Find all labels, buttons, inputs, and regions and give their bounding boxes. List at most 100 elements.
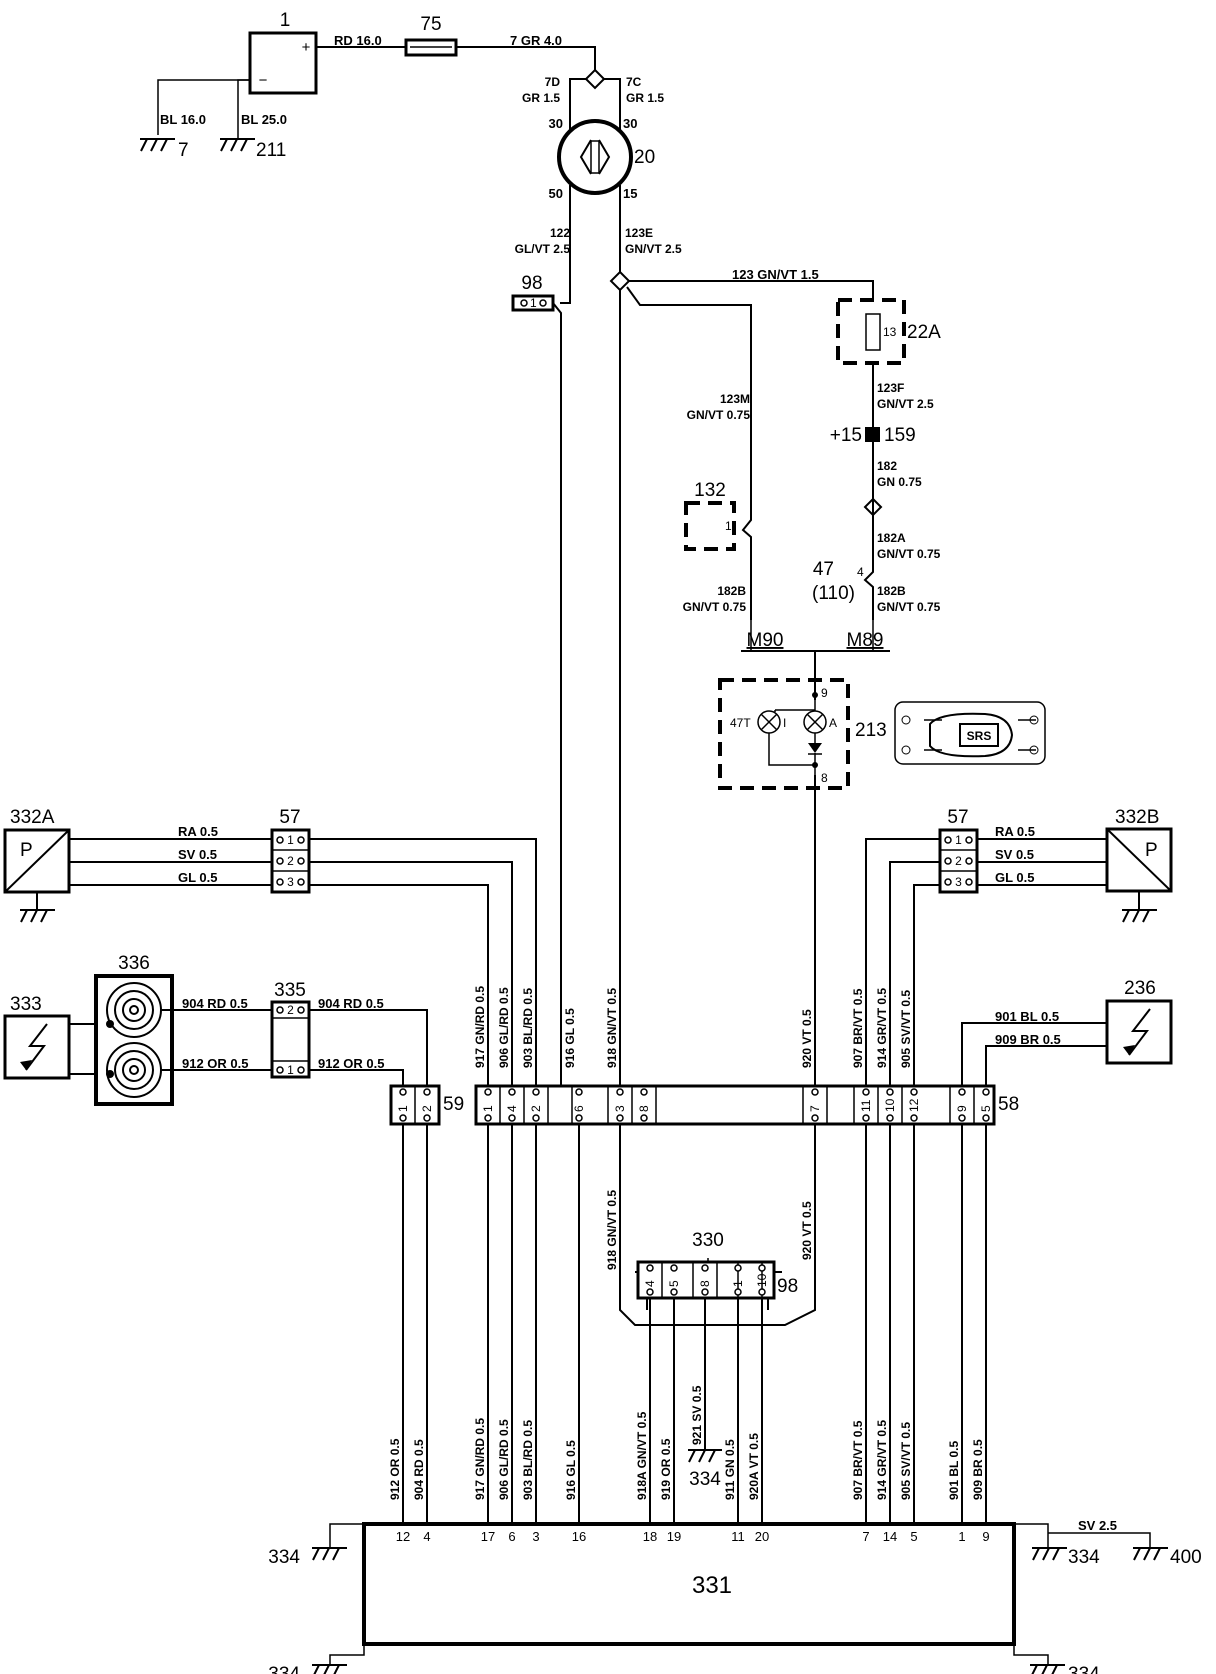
connector-335-pin-label: 1 — [287, 1063, 294, 1077]
ground-211-symbol — [220, 138, 255, 152]
sensor-332a: P 332A — [3, 807, 71, 894]
connector-59-pin — [423, 1088, 431, 1096]
connector-330-pin — [758, 1264, 766, 1272]
svg-text:911 GN 0.5: 911 GN 0.5 — [723, 1439, 737, 1500]
svg-text:336: 336 — [118, 953, 150, 974]
connector-58-pin-label: 5 — [979, 1105, 993, 1112]
connector-330-pin — [758, 1288, 766, 1296]
svg-text:332B: 332B — [1115, 807, 1159, 828]
connector-58-pin-label: 4 — [505, 1105, 519, 1112]
connector-59-pin — [423, 1114, 431, 1122]
connector-58-pin — [862, 1088, 870, 1096]
ground-334-right: 334 — [1068, 1547, 1100, 1568]
wire-rd16: RD 16.0 — [334, 33, 382, 48]
connector-58-pin — [811, 1088, 819, 1096]
svg-text:917 GN/RD 0.5: 917 GN/RD 0.5 — [473, 986, 487, 1068]
svg-text:905 SV/VT 0.5: 905 SV/VT 0.5 — [899, 990, 913, 1068]
module-331-pin-label: 20 — [755, 1529, 769, 1544]
ground-334-center: 334 — [689, 1469, 721, 1490]
splice-159 — [865, 427, 880, 442]
fuse-22a: 13 22A — [836, 298, 941, 365]
svg-text:A: A — [829, 716, 837, 730]
connector-330-pin — [734, 1264, 742, 1272]
connector-58-pin — [484, 1114, 492, 1122]
svg-text:GN/VT 0.75: GN/VT 0.75 — [687, 408, 751, 422]
svg-text:914 GR/VT 0.5: 914 GR/VT 0.5 — [875, 1420, 889, 1500]
svg-text:1: 1 — [725, 519, 732, 533]
connector-59-pin-label: 2 — [420, 1105, 434, 1112]
connector-330-pin — [701, 1264, 709, 1272]
module-331-pin-label: 17 — [481, 1529, 495, 1544]
connector-58-pin — [886, 1088, 894, 1096]
impact-sensor-236: 236 — [1105, 978, 1173, 1065]
svg-text:904 RD 0.5: 904 RD 0.5 — [318, 996, 384, 1011]
connector-58-pin — [532, 1088, 540, 1096]
svg-text:GL 0.5: GL 0.5 — [178, 870, 218, 885]
svg-text:GR 1.5: GR 1.5 — [522, 91, 560, 105]
fuse-75: 75 — [404, 14, 458, 57]
svg-text:236: 236 — [1124, 978, 1156, 999]
svg-text:909 BR 0.5: 909 BR 0.5 — [971, 1439, 985, 1500]
connector-330-pin — [646, 1264, 654, 1272]
connector-58-pin — [508, 1088, 516, 1096]
connector-330-pin-label: 8 — [698, 1280, 712, 1287]
connector-330-pin-label: 4 — [643, 1280, 657, 1287]
svg-text:GN 0.75: GN 0.75 — [877, 475, 922, 489]
svg-text:123E: 123E — [625, 226, 653, 240]
module-331-pin-label: 5 — [910, 1529, 917, 1544]
module-331-pin-label: 11 — [731, 1529, 745, 1544]
svg-text:30: 30 — [623, 116, 637, 131]
svg-text:123F: 123F — [877, 381, 904, 395]
connector-335-pin — [297, 1006, 305, 1014]
clock-spring-336: 336 — [94, 953, 174, 1106]
svg-text:(110): (110) — [812, 583, 855, 604]
connector-58-pin — [484, 1088, 492, 1096]
svg-text:GN/VT 0.75: GN/VT 0.75 — [683, 600, 747, 614]
connector-57-right-pin — [965, 836, 973, 844]
connector-58-pin-label: 3 — [613, 1105, 627, 1112]
connector-57-left-pin — [276, 857, 284, 865]
connector-58-pin-label: 1 — [481, 1105, 495, 1112]
module-331-pin-label: 14 — [883, 1529, 897, 1544]
svg-text:GN/VT 2.5: GN/VT 2.5 — [625, 242, 682, 256]
svg-text:50: 50 — [549, 186, 563, 201]
ground-7-symbol — [140, 138, 175, 152]
connector-58-pin — [811, 1114, 819, 1122]
wire-123: 123 GN/VT 1.5 — [732, 267, 819, 282]
svg-text:GN/VT 2.5: GN/VT 2.5 — [877, 397, 934, 411]
connector-330-pin — [670, 1288, 678, 1296]
module-331-pin-label: 9 — [982, 1529, 989, 1544]
svg-text:909 BR 0.5: 909 BR 0.5 — [995, 1032, 1061, 1047]
wire-bl16: BL 16.0 — [160, 112, 206, 127]
svg-text:182B: 182B — [877, 584, 906, 598]
connector-58-pin-label: 8 — [637, 1105, 651, 1112]
ground-7-label: 7 — [178, 140, 189, 161]
svg-text:912 OR 0.5: 912 OR 0.5 — [388, 1438, 402, 1500]
module-331-pin-label: 16 — [572, 1529, 586, 1544]
svg-text:330: 330 — [692, 1230, 724, 1251]
svg-text:213: 213 — [855, 720, 887, 741]
wire-sv25: SV 2.5 — [1078, 1518, 1117, 1533]
connector-57-left-pin — [297, 836, 305, 844]
svg-text:903 BL/RD 0.5: 903 BL/RD 0.5 — [521, 988, 535, 1068]
connector-57-right-pin — [965, 857, 973, 865]
connector-58-pin-label: 11 — [859, 1099, 873, 1112]
connector-335-pin — [276, 1066, 284, 1074]
svg-text:182B: 182B — [717, 584, 746, 598]
svg-text:57: 57 — [947, 807, 968, 828]
svg-text:906 GL/RD 0.5: 906 GL/RD 0.5 — [497, 1419, 511, 1500]
svg-text:22A: 22A — [907, 322, 941, 343]
svg-text:4: 4 — [857, 565, 864, 579]
svg-text:912 OR 0.5: 912 OR 0.5 — [318, 1056, 385, 1071]
connector-59-pin — [399, 1114, 407, 1122]
svg-text:920 VT 0.5: 920 VT 0.5 — [800, 1201, 814, 1260]
connector-57-left-pin — [276, 878, 284, 886]
connector-132: 132 1 — [684, 480, 736, 551]
svg-text:905 SV/VT 0.5: 905 SV/VT 0.5 — [899, 1422, 913, 1500]
svg-text:P: P — [1145, 840, 1158, 861]
connector-57-left-pin — [276, 836, 284, 844]
svg-text:914 GR/VT 0.5: 914 GR/VT 0.5 — [875, 988, 889, 1068]
svg-text:122: 122 — [550, 226, 570, 240]
impact-sensor-333: 333 — [3, 994, 71, 1080]
